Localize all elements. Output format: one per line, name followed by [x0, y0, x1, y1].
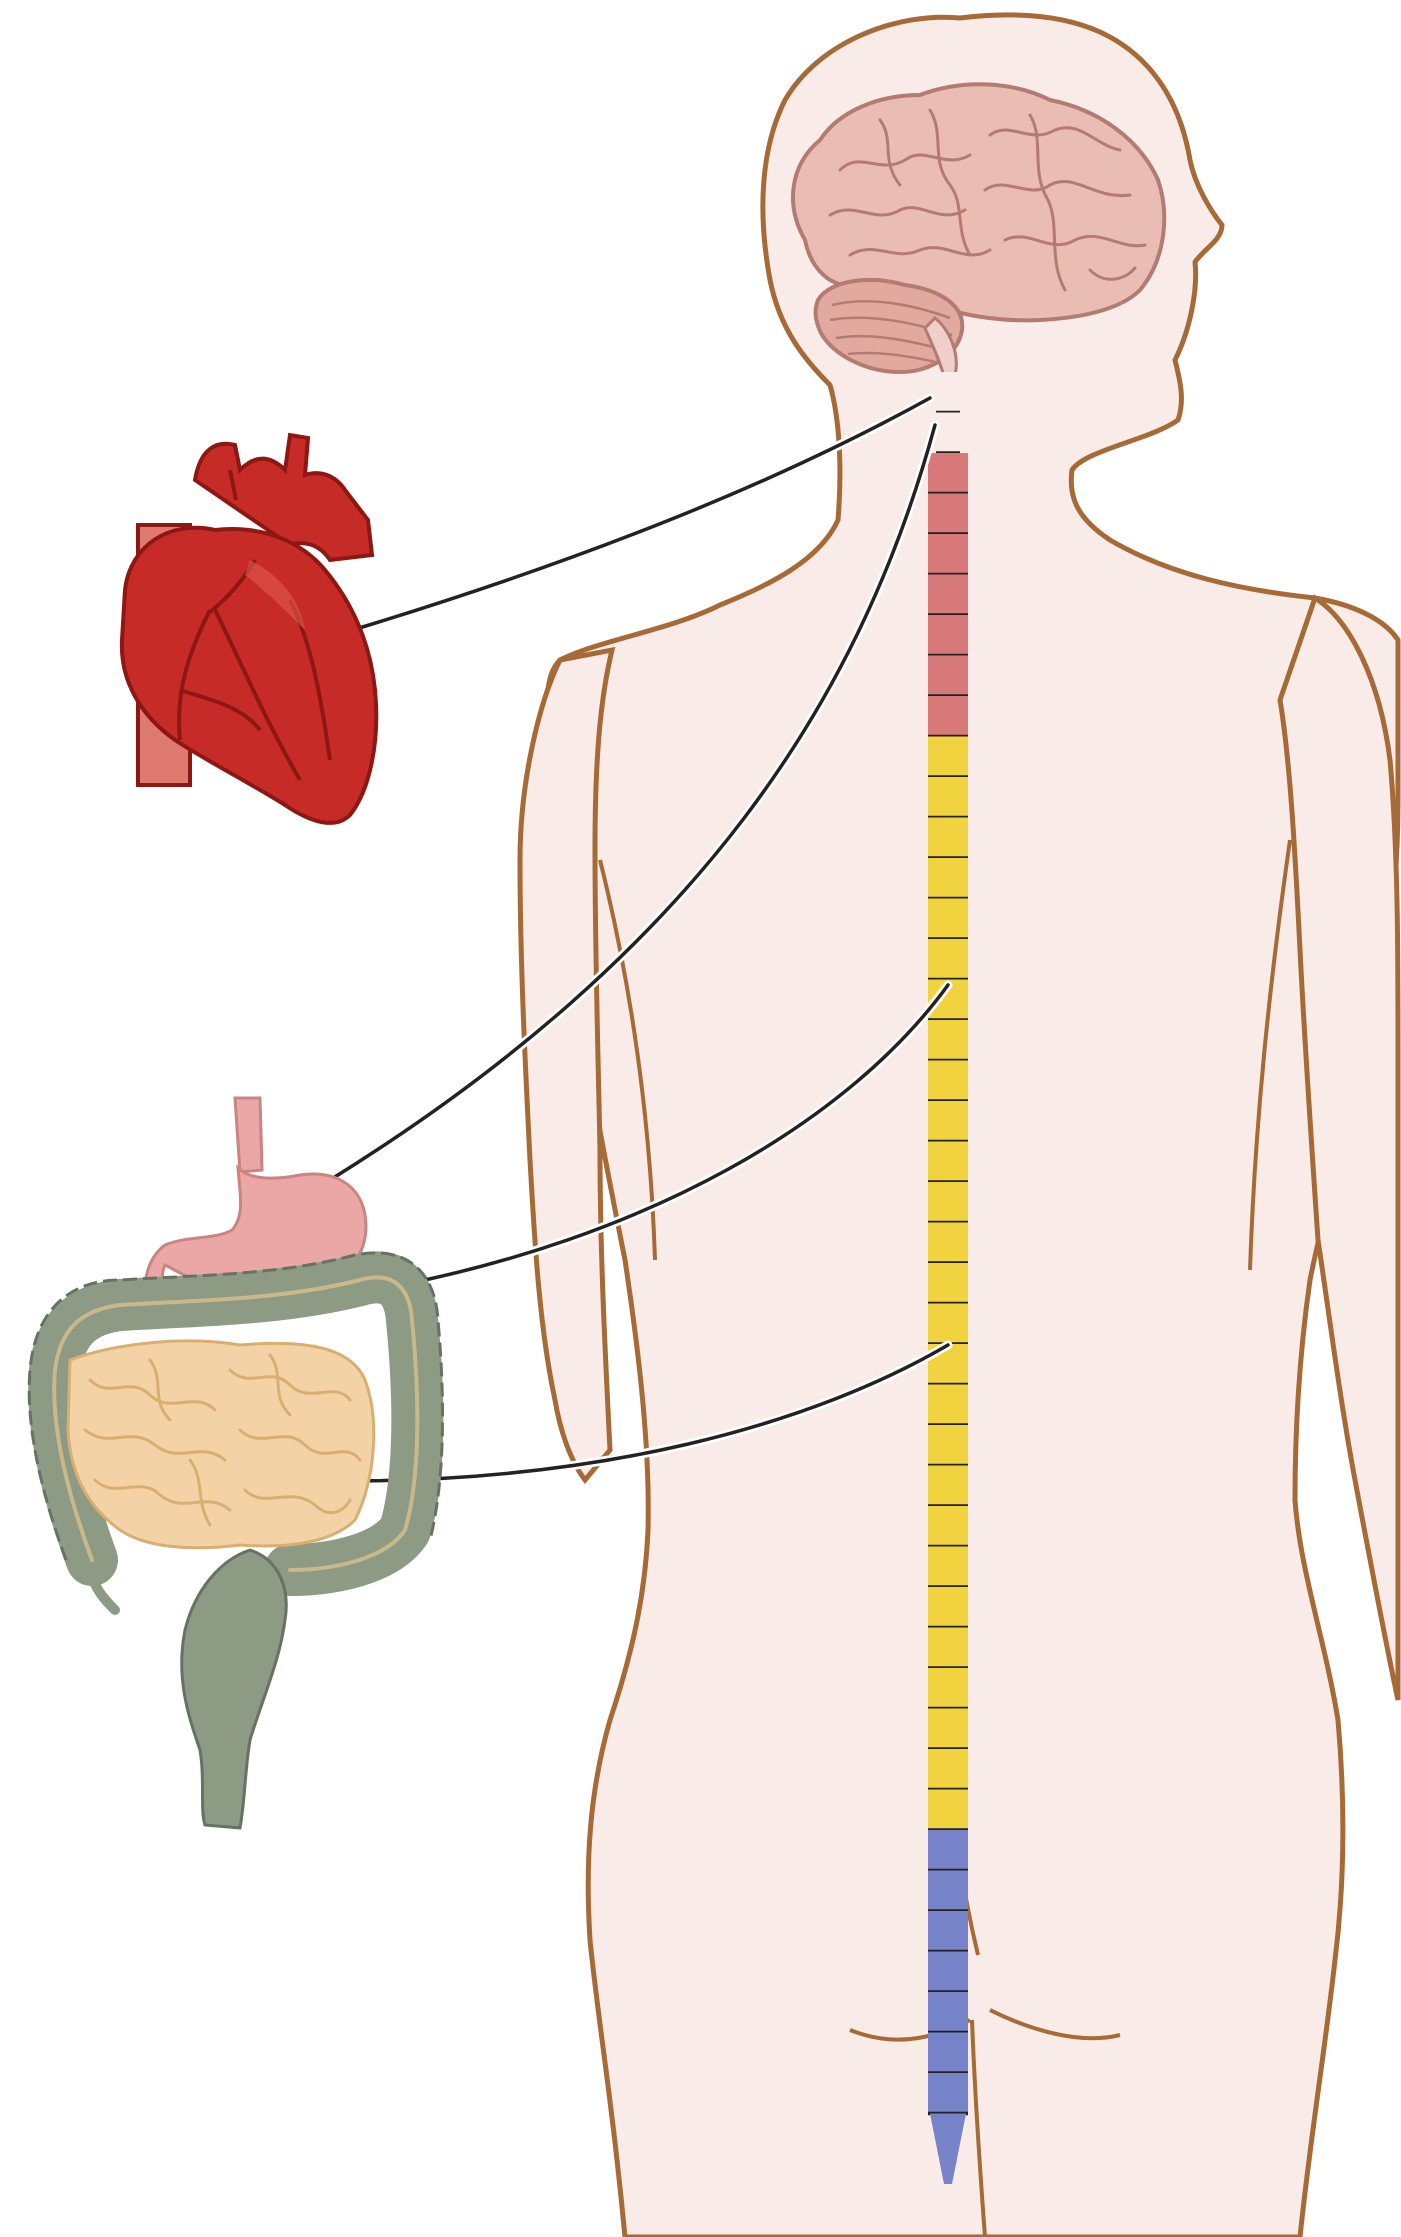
small-intestine-mass	[68, 1341, 374, 1548]
spinal-segment-thoracic	[928, 737, 968, 778]
spinal-segment-lumbar	[928, 1911, 968, 1952]
spinal-segment-lumbar	[928, 1952, 968, 1993]
spinal-segment-thoracic	[928, 1709, 968, 1750]
spinal-segment-thoracic	[928, 1587, 968, 1628]
spinal-segment-cervical	[928, 494, 968, 535]
spinal-segment-lumbar	[928, 1871, 968, 1912]
spinal-segment-thoracic	[928, 858, 968, 899]
spinal-segment-thoracic	[928, 1304, 968, 1345]
spinal-segment-thoracic	[928, 1182, 968, 1223]
spinal-segment-thoracic	[928, 939, 968, 980]
body-silhouette	[548, 15, 1398, 2237]
spinal-segment-cervical	[928, 453, 968, 494]
spinal-segment-brainstem	[936, 413, 960, 454]
spinal-segment-thoracic	[928, 1547, 968, 1588]
spinal-segment-cervical	[928, 696, 968, 737]
spinal-segment-thoracic	[928, 1101, 968, 1142]
spinal-segment-thoracic	[928, 1668, 968, 1709]
spinal-segment-lumbar	[928, 2073, 968, 2114]
spinal-segment-cervical	[928, 615, 968, 656]
left-arm	[520, 650, 612, 1480]
small-intestine-icon	[68, 1341, 374, 1548]
spinal-segment-thoracic	[928, 1020, 968, 1061]
spinal-segment-thoracic	[928, 1263, 968, 1304]
spinal-segment-cervical	[928, 575, 968, 616]
spinal-segment-lumbar	[928, 1992, 968, 2033]
spinal-segment-thoracic	[928, 818, 968, 859]
heart-icon	[122, 435, 376, 823]
spinal-segment-thoracic	[928, 1385, 968, 1426]
spinal-segment-thoracic	[928, 1466, 968, 1507]
spinal-segment-thoracic	[928, 1749, 968, 1790]
spinal-segment-lumbar	[928, 2033, 968, 2074]
spinal-cord	[928, 372, 968, 2184]
spinal-segment-thoracic	[928, 777, 968, 818]
spinal-segment-thoracic	[928, 899, 968, 940]
rectum	[182, 1550, 287, 1828]
spinal-segment-thoracic	[928, 1142, 968, 1183]
spinal-segment-thoracic	[928, 1425, 968, 1466]
spinal-segment-cervical	[928, 656, 968, 697]
spinal-segment-thoracic	[928, 1628, 968, 1669]
spinal-segment-thoracic	[928, 1790, 968, 1831]
spinal-segment-thoracic	[928, 1223, 968, 1264]
esophagus	[235, 1098, 262, 1172]
spinal-segment-cervical	[928, 534, 968, 575]
spinal-segment-thoracic	[928, 1061, 968, 1102]
spinal-segment-thoracic	[928, 1506, 968, 1547]
spinal-segment-lumbar	[928, 1830, 968, 1871]
spinal-segment-brainstem	[936, 372, 960, 413]
